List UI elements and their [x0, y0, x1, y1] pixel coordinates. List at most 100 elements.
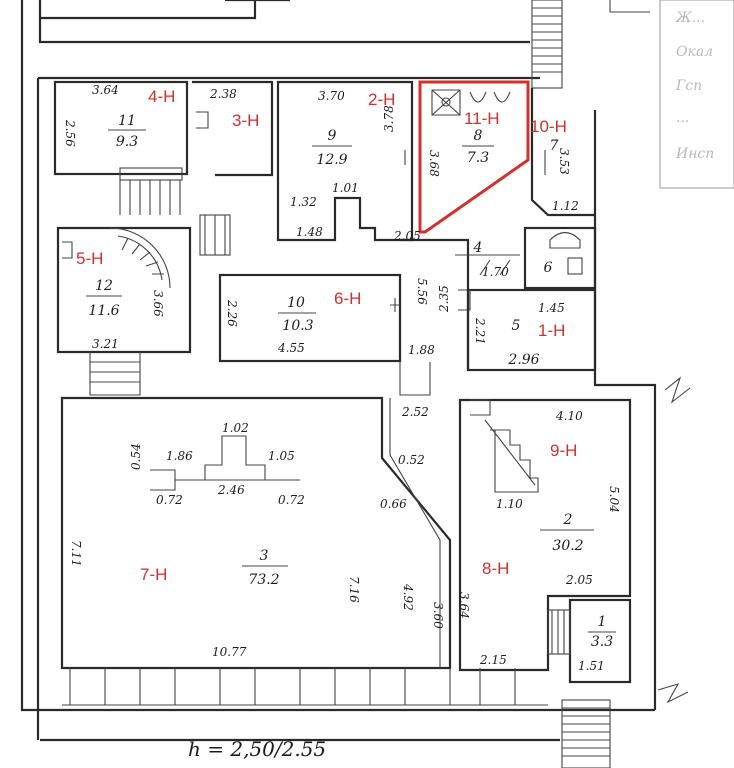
dimension: 2.26 [225, 299, 239, 327]
dimension: 2.35 [437, 285, 451, 313]
room-number-2: 2 [563, 512, 573, 528]
room-area-10: 10.3 [282, 318, 313, 334]
room-number-8: 8 [474, 128, 483, 144]
stamp-line-4: ... [676, 110, 689, 126]
dimension: 0.72 [278, 493, 305, 507]
dimension: 1.32 [290, 195, 317, 209]
room-area-2: 30.2 [552, 538, 583, 554]
room-labels: 11 9.3 9 12.9 8 7.3 7 4 6 12 11.6 10 10.… [86, 113, 616, 650]
room-10 [218, 273, 402, 363]
dimension: 3.66 [151, 290, 165, 317]
room-number-12: 12 [95, 278, 113, 294]
dimension: 0.66 [380, 497, 407, 511]
dimension: 2.21 [473, 317, 487, 345]
unit-label-4h: 4-Н [148, 87, 175, 106]
dimension: 0.54 [129, 443, 143, 470]
unit-label-6h: 6-Н [334, 289, 361, 308]
stamp-line-5: Инсп [675, 146, 714, 162]
room-number-5: 5 [512, 318, 521, 334]
room-6 [523, 226, 597, 290]
dimension: 1.70 [482, 265, 509, 279]
dimension: 4.10 [555, 409, 583, 423]
room-number-11: 11 [118, 113, 136, 129]
room-number-10: 10 [287, 295, 305, 311]
room-3h-corridor [192, 80, 274, 177]
dimension: 2.46 [217, 483, 245, 497]
dimension: 3.60 [431, 602, 445, 629]
dimension: 0.72 [156, 493, 183, 507]
dimension: 4.92 [401, 583, 415, 611]
bottom-windows [62, 668, 548, 706]
room-number-4: 4 [473, 240, 483, 256]
room-area-11: 9.3 [116, 134, 138, 150]
dimension: 1.88 [408, 343, 435, 357]
unit-label-8h: 8-Н [482, 559, 509, 578]
dimension: 3.53 [557, 148, 571, 175]
room-area-9: 12.9 [316, 152, 347, 168]
unit-label-11h: 11-Н [464, 109, 500, 128]
ceiling-height-note: h = 2,50/2.55 [188, 737, 326, 761]
dimension: 7.16 [347, 576, 361, 603]
dimension: 5.04 [607, 486, 621, 513]
room-number-6: 6 [544, 260, 553, 276]
unit-label-2h: 2-Н [368, 90, 395, 109]
top-stair [531, 0, 563, 89]
dimension: 4.55 [277, 341, 305, 355]
stamp-text: Ж... Окал Гсп ... Инсп [675, 10, 714, 162]
dimension: 1.01 [332, 181, 359, 195]
room-number-7: 7 [550, 138, 559, 154]
dimension: 5.56 [415, 278, 429, 305]
room-area-12: 11.6 [88, 303, 119, 319]
dimension: 3.78 [382, 105, 396, 132]
dimension-labels: 3.64 2.56 2.38 3.70 3.78 1.01 1.32 1.48 … [63, 83, 621, 673]
right-break-lines [657, 0, 734, 704]
dimension: 1.86 [166, 449, 193, 463]
dimension: 1.02 [222, 421, 249, 435]
room-4-corridor [399, 238, 520, 396]
room-10h [530, 88, 595, 217]
room-number-3: 3 [260, 548, 269, 564]
room-3 [60, 396, 452, 670]
stamp-line-3: Гсп [675, 78, 702, 94]
room-12 [56, 214, 231, 396]
dimension: 1.51 [578, 659, 605, 673]
room-area-8: 7.3 [467, 150, 489, 166]
room-2 [458, 398, 632, 672]
room-number-1: 1 [598, 614, 607, 630]
dimension: 2.05 [565, 573, 593, 587]
dimension: 3.64 [457, 592, 471, 619]
unit-label-1h: 1-Н [538, 321, 565, 340]
unit-label-7h: 7-Н [140, 565, 167, 584]
dimension: 3.64 [92, 83, 119, 97]
stamp-line-2: Окал [676, 44, 713, 60]
dimension: 2.05 [393, 229, 421, 243]
dimension: 1.45 [538, 301, 565, 315]
unit-label-9h: 9-Н [550, 441, 577, 460]
dimension: 3.68 [427, 150, 441, 177]
dimension: 2.38 [209, 87, 237, 101]
dimension: 1.12 [552, 199, 579, 213]
unit-labels: 4-Н 3-Н 2-Н 11-Н 10-Н 5-Н 6-Н 1-Н 9-Н 7-… [76, 87, 577, 584]
dimension: 3.70 [318, 89, 345, 103]
dimension: 2.56 [63, 119, 77, 147]
stamp-line-1: Ж... [675, 10, 705, 26]
dimension: 3.21 [92, 337, 119, 351]
dimension: 7.11 [69, 540, 83, 567]
unit-label-3h: 3-Н [232, 111, 259, 130]
dimension: 1.05 [268, 449, 295, 463]
dimension: 10.77 [212, 645, 247, 659]
room-area-1: 3.3 [591, 634, 613, 650]
room-11 [53, 80, 189, 215]
dimension: 2.52 [401, 405, 429, 419]
dimension: 2.15 [479, 653, 507, 667]
room-1 [547, 598, 632, 768]
unit-label-10h: 10-Н [530, 117, 567, 136]
room-number-9: 9 [328, 128, 337, 144]
room-9 [276, 80, 414, 242]
room-area-3: 73.2 [248, 572, 279, 588]
room-area-5: 2.96 [507, 352, 539, 368]
unit-label-5h: 5-Н [76, 249, 103, 268]
dimension: 0.52 [398, 453, 425, 467]
dimension: 1.48 [296, 225, 323, 239]
